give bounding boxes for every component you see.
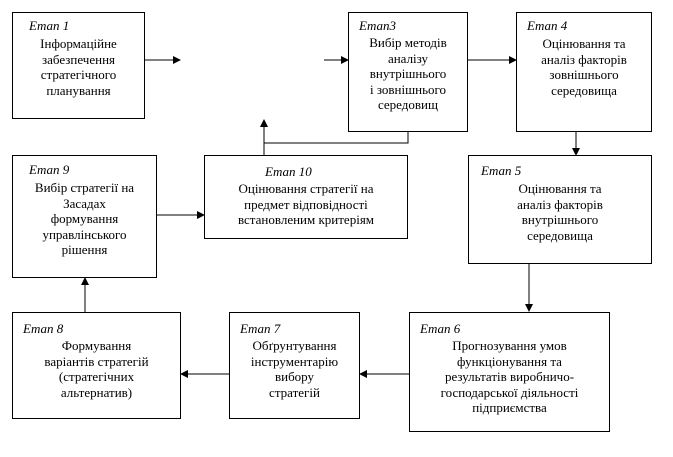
stage-8-box: Етап 8 Формування варіантів стратегій (с… xyxy=(12,312,181,419)
stage-7-text: Обґрунтування інструментарію вибору стра… xyxy=(250,338,339,400)
stage-9-label: Етап 9 xyxy=(29,162,70,177)
stage-7-box: Етап 7 Обґрунтування інструментарію вибо… xyxy=(229,312,360,419)
stage-6-text: Прогнозування умов функціонування та рез… xyxy=(440,338,579,415)
stage-9-box: Етап 9 Вибір стратегії на Засадах формув… xyxy=(12,155,157,278)
stage-3-text: Вибір методів аналізу внутрішнього і зов… xyxy=(369,35,447,112)
stage-5-box: Етап 5 Оцінювання та аналіз факторів вну… xyxy=(468,155,652,264)
stage-10-label: Етап 10 xyxy=(265,164,312,179)
stage-10-text: Оцінювання стратегії на предмет відповід… xyxy=(237,181,375,227)
stage-6-box: Етап 6 Прогнозування умов функціонування… xyxy=(409,312,610,432)
feedback-line-stage10 xyxy=(263,132,409,155)
stage-6-label: Етап 6 xyxy=(420,321,461,336)
stage-8-text: Формування варіантів стратегій (стратегі… xyxy=(44,338,149,400)
stage-1-text: Інформаційне забезпечення стратегічного … xyxy=(40,36,117,98)
stage-8-label: Етап 8 xyxy=(23,321,64,336)
stage-3-box: Етап3 Вибір методів аналізу внутрішнього… xyxy=(348,12,468,132)
stage-10-box: Етап 10 Оцінювання стратегії на предмет … xyxy=(204,155,408,239)
stage-4-text: Оцінювання та аналіз факторів зовнішньог… xyxy=(541,36,627,98)
stage-4-box: Етап 4 Оцінювання та аналіз факторів зов… xyxy=(516,12,652,132)
stage-5-label: Етап 5 xyxy=(481,163,522,178)
stage-9-text: Вибір стратегії на Засадах формування уп… xyxy=(34,180,135,257)
stage-5-text: Оцінювання та аналіз факторів внутрішньо… xyxy=(517,181,603,243)
stage-4-label: Етап 4 xyxy=(527,18,568,33)
stage-1-box: Етап 1 Інформаційне забезпечення стратег… xyxy=(12,12,145,119)
stage-3-label: Етап3 xyxy=(359,18,396,33)
stage-7-label: Етап 7 xyxy=(240,321,281,336)
stage-1-label: Етап 1 xyxy=(29,18,70,33)
